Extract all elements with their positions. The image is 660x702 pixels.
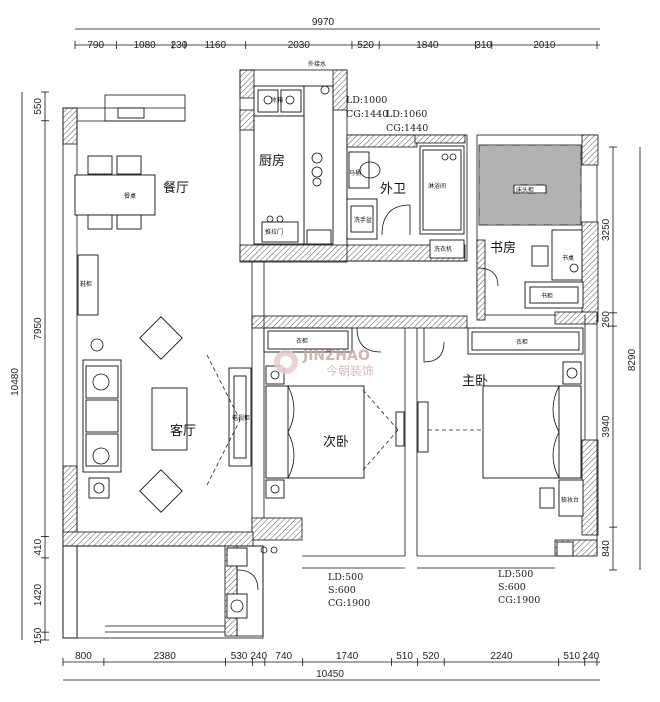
master-window-spec-cg: CG:1900 — [498, 595, 540, 606]
door-window-specs: LD:1000 CG:1440 LD:1060 CG:1440 LD:500 S… — [328, 95, 540, 609]
watermark-brand-cn: 今朝装饰 — [326, 363, 374, 378]
top-dim-segment-5: 520 — [357, 40, 374, 51]
sliding-door-label: 推拉门 — [265, 228, 283, 236]
study-cabinet-label: 书柜 — [541, 292, 553, 300]
bathroom-label: 外卫 — [380, 182, 406, 197]
kitchen-door-spec-cg: CG:1440 — [346, 109, 388, 120]
kitchen-door-spec-ld: LD:1000 — [346, 95, 387, 106]
right-dim-segment-0: 3250 — [601, 218, 612, 241]
kitchen-fixtures: 厨房 外接水 推拉门 冰箱 — [253, 60, 334, 245]
bottom-dim-segment-5: 1740 — [336, 651, 359, 662]
top-dim-segment-7: 310 — [475, 40, 492, 51]
exterior-walls — [62, 69, 599, 639]
fridge-label: 冰箱 — [271, 96, 283, 104]
top-dim-segment-2: 230 — [171, 40, 188, 51]
second-window-spec-ld: LD:500 — [328, 572, 363, 583]
left-dim-segment-1: 7950 — [33, 317, 44, 340]
right-dimension-lines: 8290 3250 260 3940 840 — [601, 146, 641, 571]
left-dimension-lines: 10480 550 7950 410 1420 150 — [10, 91, 49, 644]
washer-label: 洗衣机 — [434, 245, 452, 253]
top-dim-segment-0: 790 — [87, 40, 104, 51]
bottom-dim-segment-2: 530 — [231, 651, 248, 662]
left-dim-segment-0: 550 — [33, 98, 44, 115]
exterior-water-label: 外接水 — [308, 60, 326, 68]
top-dim-segment-3: 1160 — [205, 40, 227, 51]
master-window-spec-ld: LD:500 — [498, 569, 533, 580]
left-dim-segment-2: 410 — [33, 538, 44, 555]
living-label: 客厅 — [170, 423, 196, 439]
bath-door-spec-cg: CG:1440 — [386, 123, 428, 134]
bottom-dim-segment-8: 2240 — [490, 651, 513, 662]
bottom-dim-segment-7: 520 — [423, 651, 440, 662]
bottom-dim-segment-4: 740 — [275, 651, 292, 662]
watermark-brand: JINZHAO — [302, 348, 370, 364]
top-dim-segment-1: 1080 — [134, 40, 157, 51]
bottom-total-dimension: 10450 — [316, 669, 344, 680]
top-dim-segment-4: 2030 — [288, 40, 311, 51]
bottom-dim-segment-10: 240 — [583, 651, 600, 662]
bottom-dim-segment-3: 240 — [250, 651, 267, 662]
second-cabinet-label: 衣柜 — [296, 337, 308, 345]
master-window-spec-s: S:600 — [498, 582, 526, 593]
master-bedroom-label: 主卧 — [462, 374, 488, 389]
top-dim-segment-6: 1840 — [416, 40, 439, 51]
balcony-fixtures — [226, 546, 278, 619]
second-window-spec-s: S:600 — [328, 585, 356, 596]
living-fixtures: 客厅 电视柜 — [82, 316, 252, 513]
bottom-dim-segment-6: 510 — [396, 651, 413, 662]
right-dim-segment-1: 260 — [601, 311, 612, 328]
bathroom-fixtures: 外卫 马桶 洗手盆 淋浴间 洗衣机 — [346, 145, 465, 259]
parquet-label: 床头柜 — [516, 186, 534, 194]
desk-label: 书桌 — [562, 254, 574, 262]
right-dim-segment-3: 840 — [601, 540, 612, 557]
dresser-label: 梳妆台 — [561, 496, 579, 504]
study-fixtures: 书房 书桌 书柜 床头柜 — [477, 144, 584, 309]
second-window-spec-cg: CG:1900 — [328, 598, 370, 609]
bottom-dim-segment-9: 510 — [563, 651, 580, 662]
dining-label: 餐厅 — [163, 180, 189, 196]
second-bedroom-label: 次卧 — [323, 434, 349, 450]
second-bedroom-fixtures: 次卧 衣柜 — [263, 327, 405, 499]
master-wardrobe-label: 衣柜 — [516, 338, 528, 346]
left-total-dimension: 10480 — [10, 368, 21, 396]
master-bedroom-fixtures: 主卧 衣柜 梳妆台 — [417, 327, 584, 557]
dining-table-label: 餐桌 — [124, 192, 136, 200]
kitchen-label: 厨房 — [259, 153, 285, 169]
sink-label: 洗手盆 — [354, 216, 372, 224]
bottom-dim-segment-1: 2380 — [154, 651, 177, 662]
watermark: JINZHAO 今朝装饰 — [274, 348, 374, 378]
bottom-dim-segment-0: 800 — [75, 651, 92, 662]
study-label: 书房 — [490, 240, 516, 256]
right-dim-segment-2: 3940 — [601, 415, 612, 438]
shoe-cabinet-label: 鞋柜 — [80, 280, 92, 288]
bath-door-spec-ld: LD:1060 — [386, 109, 427, 120]
dining-fixtures: 餐厅 餐桌 鞋柜 — [74, 155, 189, 316]
top-total-dimension: 9970 — [312, 17, 335, 28]
shower-label: 淋浴间 — [428, 182, 446, 190]
top-dim-segment-8: 2010 — [533, 40, 556, 51]
right-total-dimension: 8290 — [627, 348, 638, 371]
tv-cabinet-label: 电视柜 — [232, 414, 250, 422]
left-dim-segment-4: 150 — [33, 627, 44, 644]
toilet-label: 马桶 — [349, 169, 361, 177]
left-dim-segment-3: 1420 — [33, 583, 44, 606]
top-dimension-lines: 9970 790 1080 230 1160 2030 520 1840 310 2010 — [74, 17, 600, 51]
